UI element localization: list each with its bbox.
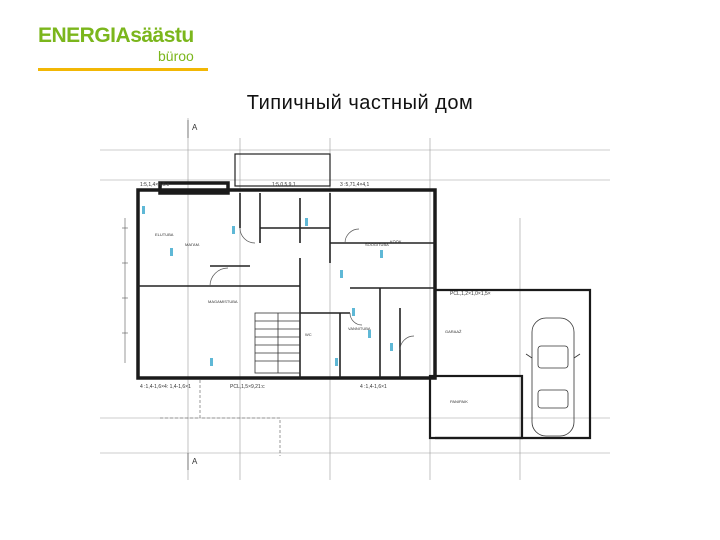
grid-lines (100, 118, 610, 480)
dimension-lower-left: 4 :1,4-1,6×4: 1,4-1,6×1 (140, 384, 191, 390)
installation-marks (142, 206, 393, 366)
doors (209, 227, 415, 351)
north-marker-bottom: A (192, 457, 198, 466)
room-labels: ELUTUBA МАГАМ. KÖÖK SÖÖGITUBA MAGAMISTUB… (155, 232, 468, 404)
logo-wordmark: ENERGIAsäästu (38, 24, 194, 48)
svg-text:ELUTUBA: ELUTUBA (155, 232, 174, 237)
dimension-top-mid: 1:5,0.5,9,1 (272, 182, 296, 188)
dimension-lower-right: 4 :1,4-1,6×1 (360, 384, 387, 390)
svg-text:VANNITUBA: VANNITUBA (348, 326, 371, 331)
stairs (254, 312, 301, 374)
company-logo: ENERGIAsäästu büroo (38, 24, 208, 70)
logo-subtitle: büroo (158, 48, 194, 64)
logo-underline (38, 68, 208, 71)
svg-text:МАГАМ.: МАГАМ. (185, 242, 200, 247)
exterior-walls (136, 181, 437, 380)
terrace-outline (160, 380, 281, 456)
dimension-lower-mid: PCL,1,5×9,21:c (230, 384, 265, 390)
svg-text:MAGAMISTUBA: MAGAMISTUBA (208, 299, 238, 304)
svg-text:SÖÖGITUBA: SÖÖGITUBA (365, 242, 389, 247)
svg-text:PANIPAIK: PANIPAIK (450, 399, 468, 404)
svg-text:WC: WC (305, 332, 312, 337)
car-icon (525, 317, 581, 437)
svg-text:GARAAŽ: GARAAŽ (445, 329, 462, 334)
floor-plan-drawing: A A (100, 118, 610, 480)
north-marker-top: A (192, 123, 198, 132)
dimension-right-mid: PCL,1,2×1,0×1,5× (450, 291, 491, 297)
garage-walls (428, 288, 592, 440)
logo-brand-part2: säästu (130, 24, 194, 47)
dimension-top-left: 1:5,1,4×4,5:c (140, 182, 170, 188)
logo-brand-part1: ENERGIA (38, 24, 131, 47)
svg-text:KÖÖK: KÖÖK (390, 239, 402, 244)
dimension-top-right: 3 :5,71,4×4,1 (340, 182, 370, 188)
top-annex (234, 153, 331, 187)
section-ticks (122, 218, 128, 363)
slide-title: Типичный частный дом (246, 92, 474, 114)
